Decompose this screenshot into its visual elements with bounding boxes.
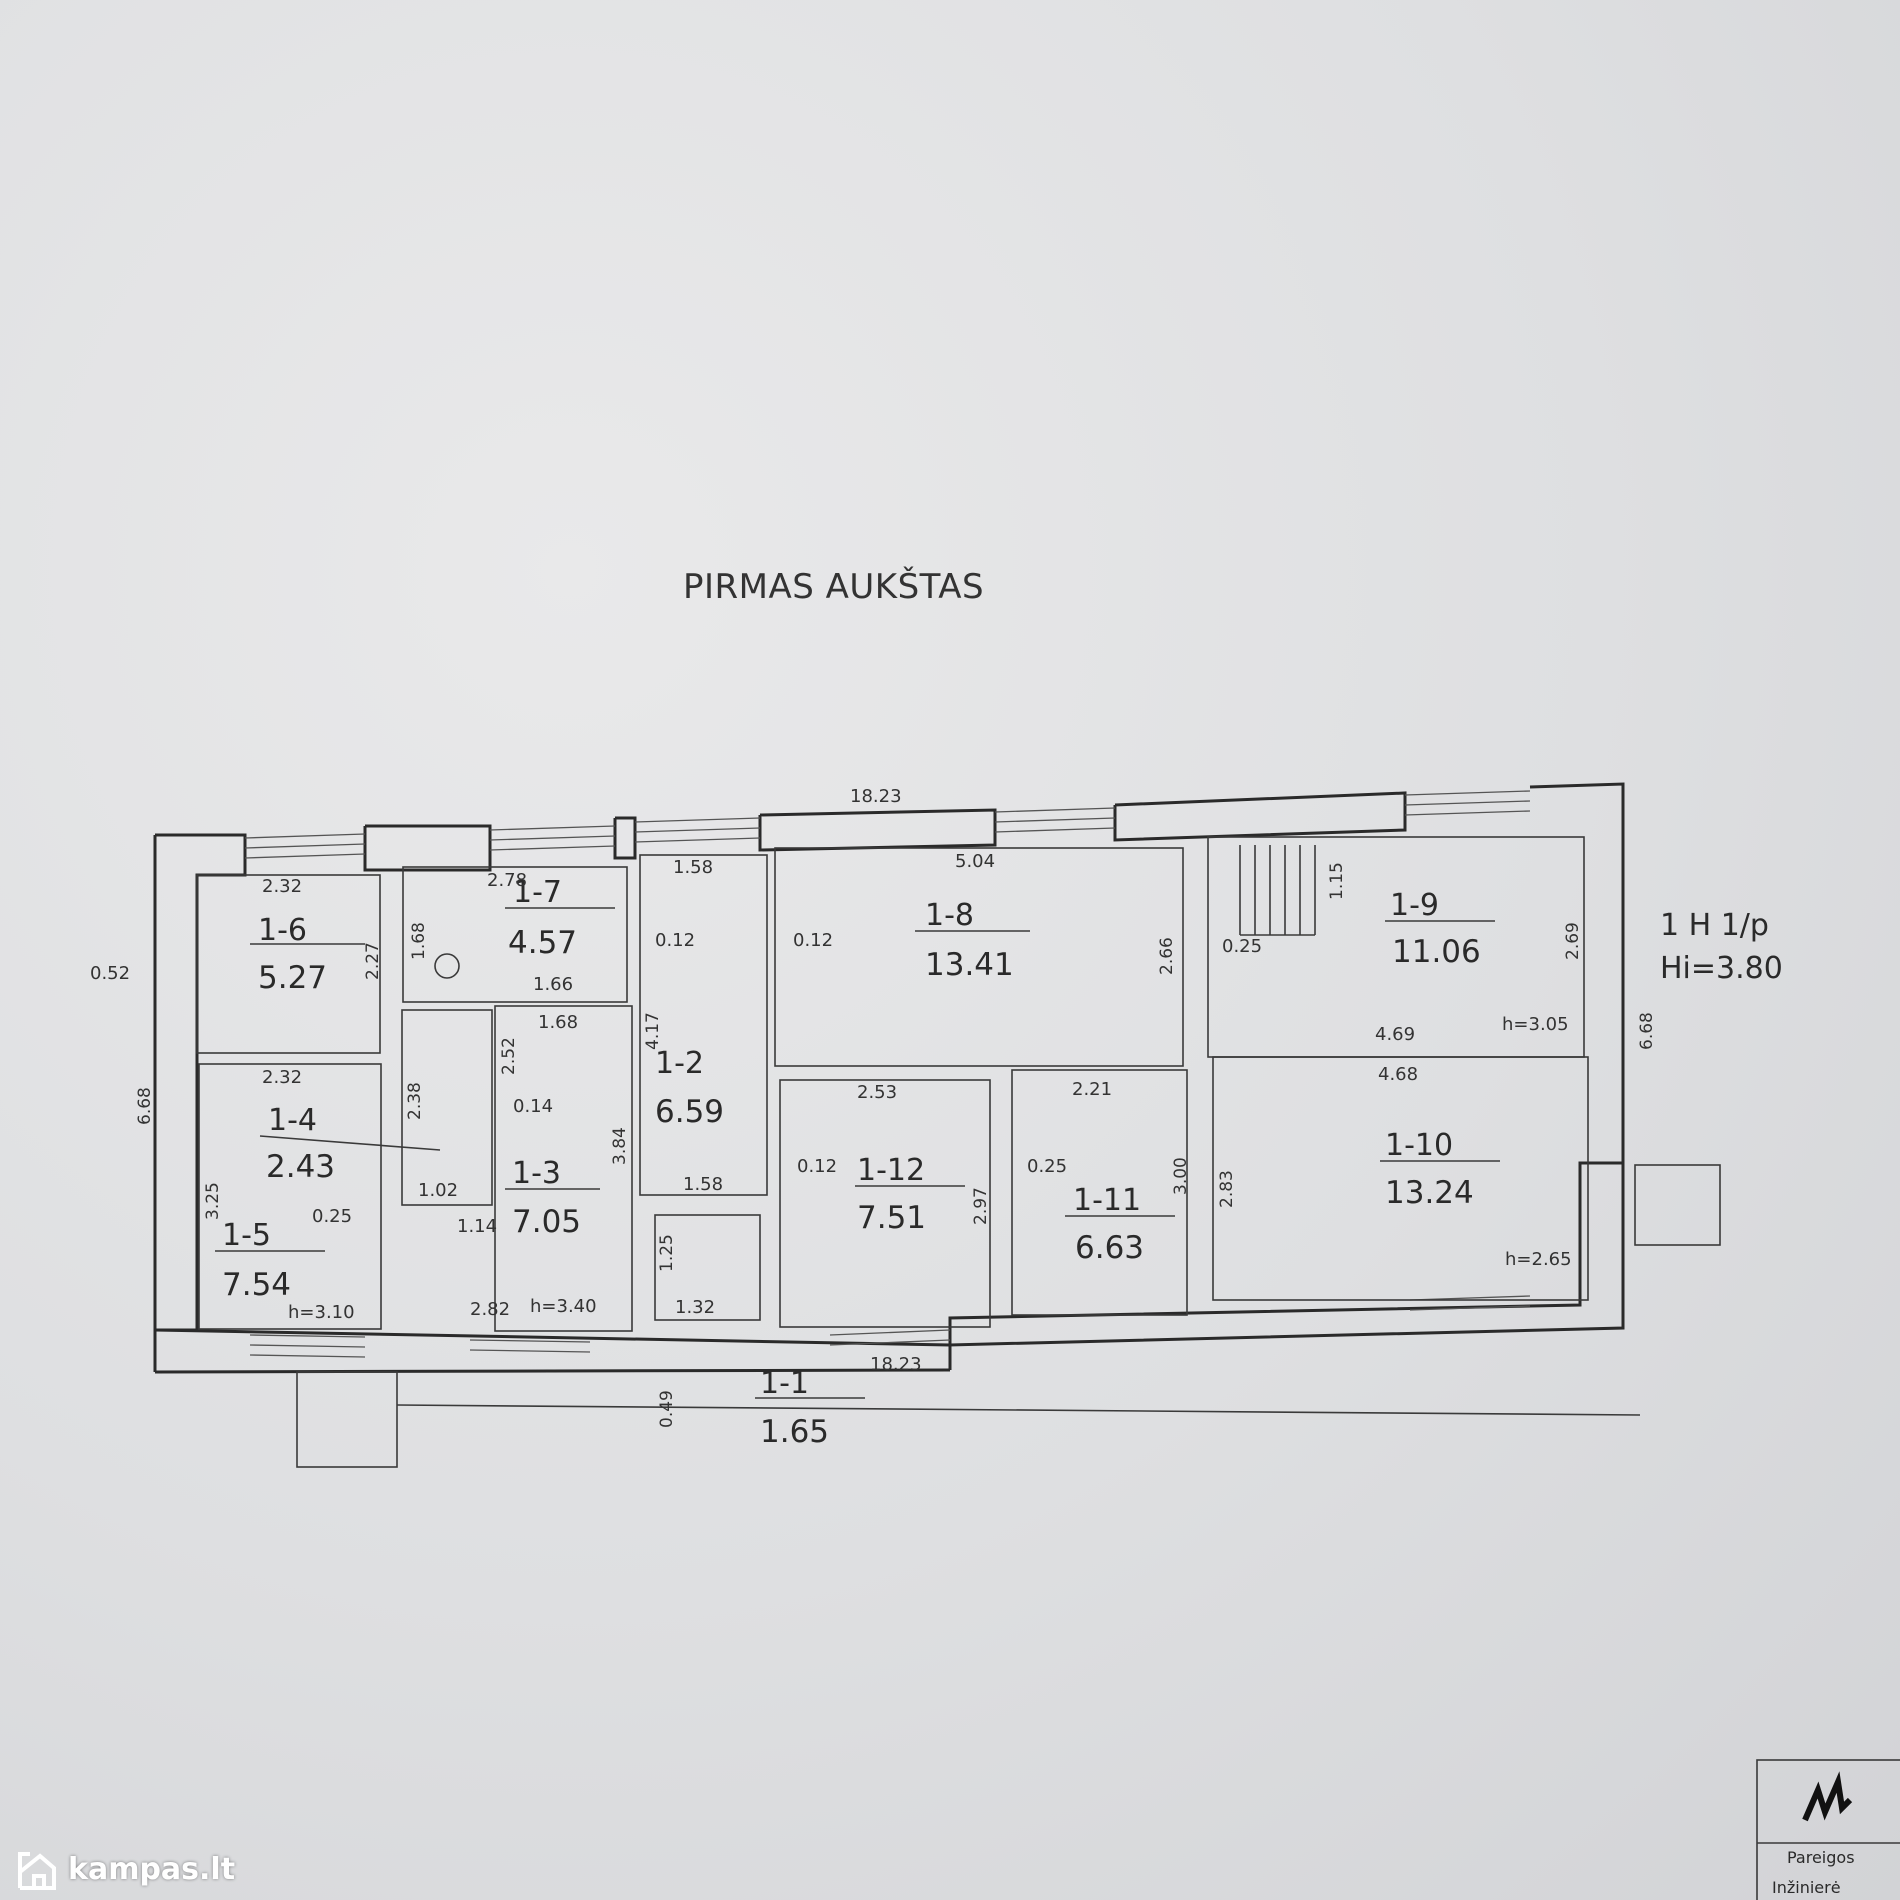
room-area: 13.24 — [1385, 1175, 1474, 1211]
dimension-label: 3.84 — [610, 1127, 630, 1165]
room-area: 2.43 — [266, 1149, 335, 1185]
dimension-label: 4.69 — [1375, 1024, 1415, 1045]
legend-line1: 1 H 1/p — [1660, 908, 1769, 943]
label-underlines — [215, 907, 1500, 1399]
dimension-label: 1.68 — [409, 922, 429, 960]
dimension-label: 1.15 — [1327, 862, 1347, 900]
stairs — [1239, 845, 1316, 936]
dimension-label: 0.25 — [1222, 936, 1262, 957]
dimension-label: 2.69 — [1563, 922, 1583, 960]
room-id: 1-10 — [1385, 1128, 1453, 1163]
room-labels: 1-6 5.27 1-7 4.57 1-8 13.41 1-9 11.06 1-… — [222, 875, 1481, 1450]
signature-icon — [1802, 1771, 1853, 1822]
dimension-label: 0.12 — [655, 930, 695, 951]
dimension-label: 1.14 — [457, 1216, 497, 1237]
dimension-label: 4.17 — [643, 1012, 663, 1050]
dimension-label: 3.00 — [1171, 1157, 1191, 1195]
room-id: 1-9 — [1390, 888, 1439, 923]
dimension-label: 2.83 — [1217, 1170, 1237, 1208]
dimension-label: 0.49 — [657, 1390, 677, 1428]
dimension-label: h=3.40 — [530, 1296, 597, 1317]
windows — [244, 790, 1531, 1358]
room-id: 1-6 — [258, 913, 307, 948]
dimension-label: 6.68 — [135, 1087, 155, 1125]
room-id: 1-4 — [268, 1103, 317, 1138]
room-id: 1-12 — [857, 1153, 925, 1188]
dimension-label: 5.04 — [955, 851, 995, 872]
dimension-label: 2.21 — [1072, 1079, 1112, 1100]
room-area: 6.63 — [1075, 1230, 1144, 1266]
dimension-label: 0.25 — [1027, 1156, 1067, 1177]
dimension-label: 2.78 — [487, 870, 527, 891]
dimension-label: 1.25 — [657, 1234, 677, 1272]
dimension-label: 1.02 — [418, 1180, 458, 1201]
dimension-label: 1.32 — [675, 1297, 715, 1318]
dimension-label: 2.52 — [499, 1037, 519, 1075]
dimension-label: 1.68 — [538, 1012, 578, 1033]
dimensions: 18.23 18.23 2.32 2.78 1.58 5.04 0.52 1.6… — [90, 786, 1657, 1428]
floor-legend: 1 H 1/p Hi=3.80 — [1660, 908, 1783, 986]
dimension-label: h=3.10 — [288, 1302, 355, 1323]
room-area: 7.54 — [222, 1267, 291, 1303]
dimension-label: 4.68 — [1378, 1064, 1418, 1085]
dimension-label: 1.58 — [673, 857, 713, 878]
stamp-line2: Inžinierė — [1772, 1878, 1841, 1897]
dimension-label: 3.25 — [203, 1182, 223, 1220]
dimension-label: 2.38 — [405, 1082, 425, 1120]
dimension-label: 2.27 — [363, 942, 383, 980]
dimension-label: 1.66 — [533, 974, 573, 995]
dimension-label: 18.23 — [850, 786, 902, 807]
dimension-label: 2.82 — [470, 1299, 510, 1320]
outer-walls — [153, 782, 1625, 1374]
dimension-label: 2.66 — [1157, 937, 1177, 975]
dimension-label: 2.97 — [971, 1187, 991, 1225]
dimension-label: 6.68 — [1637, 1012, 1657, 1050]
room-id: 1-5 — [222, 1218, 271, 1253]
kampas-watermark: kampas.lt — [14, 1846, 235, 1892]
room-id: 1-1 — [760, 1366, 809, 1401]
stamp-line1: Pareigos — [1787, 1848, 1855, 1867]
room-area: 11.06 — [1392, 934, 1481, 970]
dimension-label: 2.32 — [262, 1067, 302, 1088]
room-id: 1-7 — [513, 875, 562, 910]
room-area: 6.59 — [655, 1094, 724, 1130]
dimension-label: h=3.05 — [1502, 1014, 1569, 1035]
toilet-icon — [434, 953, 460, 979]
room-id: 1-3 — [512, 1156, 561, 1191]
room-area: 13.41 — [925, 947, 1014, 983]
room-area: 4.57 — [508, 925, 577, 961]
dimension-label: 0.12 — [793, 930, 833, 951]
room-area: 7.05 — [512, 1204, 581, 1240]
title-block: Pareigos Inžinierė — [1756, 1759, 1900, 1900]
room-outlines — [196, 836, 1721, 1468]
room-id: 1-11 — [1073, 1183, 1141, 1218]
dimension-label: 2.53 — [857, 1082, 897, 1103]
dimension-label: 0.25 — [312, 1206, 352, 1227]
plan-title: PIRMAS AUKŠTAS — [683, 566, 984, 607]
room-area: 1.65 — [760, 1414, 829, 1450]
dimension-label: h=2.65 — [1505, 1249, 1572, 1270]
dimension-label: 0.12 — [797, 1156, 837, 1177]
watermark-text: kampas.lt — [68, 1851, 236, 1887]
room-id: 1-8 — [925, 898, 974, 933]
dimension-label: 0.14 — [513, 1096, 553, 1117]
dimension-label: 2.32 — [262, 876, 302, 897]
room-area: 7.51 — [857, 1200, 926, 1236]
room-id: 1-2 — [655, 1046, 704, 1081]
dimension-label: 0.52 — [90, 963, 130, 984]
room-area: 5.27 — [258, 960, 327, 996]
dimension-label: 18.23 — [870, 1354, 922, 1375]
dimension-label: 1.58 — [683, 1174, 723, 1195]
legend-line2: Hi=3.80 — [1660, 951, 1783, 986]
house-icon — [18, 1852, 56, 1890]
